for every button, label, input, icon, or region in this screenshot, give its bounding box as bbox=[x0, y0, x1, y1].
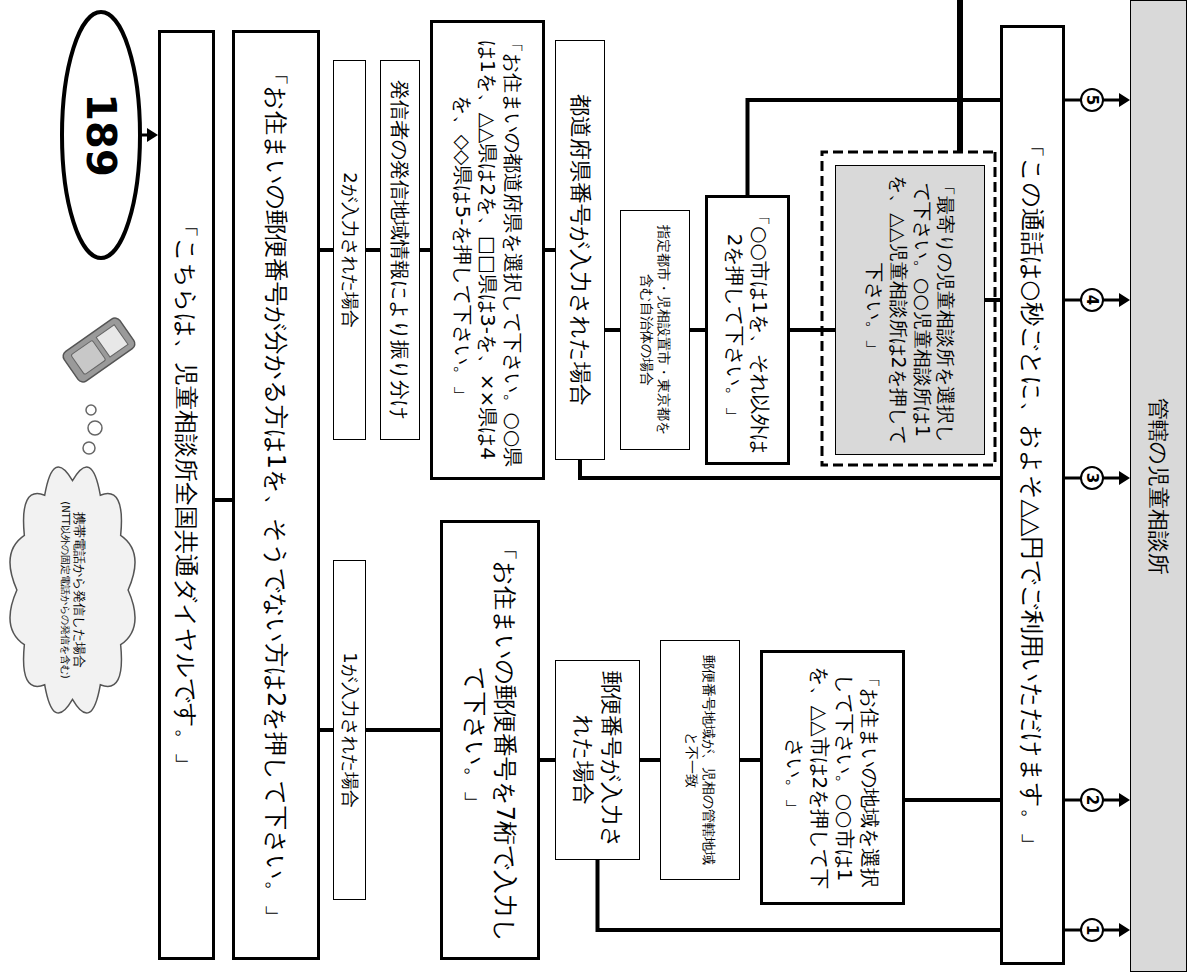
condition-box: 郵便番号地域が、児相の管轄地域と不一致 bbox=[660, 640, 740, 880]
cloud-outline bbox=[10, 467, 135, 713]
flow-connector bbox=[985, 300, 1000, 301]
flow-connector bbox=[905, 800, 1000, 801]
node-text: 「お住まいの都道府県を選択して下さい。○○県は1を、△△県は2を、□□県は3-を… bbox=[450, 31, 525, 469]
node-text: 発信者の発信地域情報により振り分け bbox=[388, 80, 413, 420]
callout-number: 3 bbox=[1080, 466, 1104, 490]
flow-connector bbox=[366, 730, 440, 731]
highlight-box: 「最寄りの児童相談所を選択して下さい。○○児童相談所は1を、△△児童相談所は2を… bbox=[835, 165, 985, 455]
oval-outline bbox=[62, 12, 140, 258]
message-box: 「この通話は○秒ごとに、およそ△△円でご利用いただけます。」 bbox=[1000, 25, 1065, 965]
message-box: 「お住まいの郵便番号が分かる方は1を、そうでない方は2を押して下さい。」 bbox=[232, 30, 320, 960]
message-box: 「お住まいの地域を選択して下さい。○○市は1を、△△市は2を押して下さい。」 bbox=[760, 650, 905, 905]
message-box: 「○○市は1を、それ以外は2を押して下さい。」 bbox=[705, 195, 790, 465]
node-text: 189 bbox=[76, 93, 126, 177]
condition-box: 1が入力された場合 bbox=[334, 560, 367, 900]
phone-icon bbox=[61, 316, 137, 384]
connector-line bbox=[740, 758, 760, 762]
arrow-head bbox=[147, 128, 158, 142]
connector-line bbox=[580, 460, 1000, 478]
node-text: 「この通話は○秒ごとに、およそ△△円でご利用いただけます。」 bbox=[1018, 134, 1048, 857]
callout-number: 1 bbox=[1080, 918, 1104, 942]
connector-line bbox=[605, 328, 620, 332]
node-text: 1が入力された場合 bbox=[339, 652, 362, 807]
flow-connector bbox=[740, 760, 760, 761]
connector-line bbox=[366, 728, 440, 732]
condition-box: 都道府県番号が入力された場合 bbox=[555, 40, 605, 460]
dashed-frame bbox=[822, 152, 995, 465]
message-box: 「お住まいの郵便番号を7桁で入力して下さい。」 bbox=[440, 520, 540, 960]
connector-line bbox=[142, 134, 147, 137]
flow-connector bbox=[540, 760, 555, 761]
connector-line bbox=[366, 248, 380, 252]
node-text: 「お住まいの地域を選択して下さい。○○市は1を、△△市は2を押して下さい。」 bbox=[783, 661, 883, 894]
connector-line bbox=[540, 758, 555, 762]
flow-connector bbox=[790, 330, 835, 331]
condition-box: 郵便番号が入力された場合 bbox=[555, 660, 640, 860]
message-box: 「お住まいの都道府県を選択して下さい。○○県は1を、△△県は2を、□□県は3-を… bbox=[430, 20, 545, 480]
connector-line bbox=[545, 248, 555, 252]
destination-band: 管轄の児童相談所 bbox=[1130, 0, 1187, 972]
node-text: 都道府県番号が入力された場合 bbox=[566, 94, 594, 406]
node-text: 「こちらは、児童相談所全国共通ダイヤルです。」 bbox=[172, 214, 202, 776]
node-text: 「○○市は1を、それ以外は2を押して下さい。」 bbox=[723, 206, 773, 454]
node-subtext: (NTT以外の固定電話からの発信を含む) bbox=[58, 501, 71, 678]
connector-line bbox=[640, 758, 660, 762]
flow-connector bbox=[690, 330, 705, 331]
connector-line bbox=[790, 328, 835, 332]
flow-connector bbox=[320, 250, 333, 251]
connector-line bbox=[215, 498, 232, 502]
node-text: 指定都市・児相設置市・東京都を含む自治体の場合 bbox=[638, 219, 673, 441]
condition-box: 2が入力された場合 bbox=[334, 60, 367, 440]
flow-connector bbox=[142, 128, 158, 142]
flow-connector bbox=[580, 460, 1000, 478]
thought-bubble bbox=[86, 405, 96, 415]
callout-number: 2 bbox=[1080, 788, 1104, 812]
node-text: 管轄の児童相談所 bbox=[1145, 398, 1173, 575]
node-text: 「最寄りの児童相談所を選択して下さい。○○児童相談所は1を、△△児童相談所は2を… bbox=[863, 174, 958, 446]
node-text: 携帯電話から発信した場合 bbox=[71, 512, 87, 668]
flow-connector bbox=[545, 250, 555, 251]
dial-oval: 189 bbox=[60, 10, 142, 260]
flow-connector bbox=[605, 330, 620, 331]
arrow-head bbox=[1119, 93, 1130, 937]
thought-bubble bbox=[83, 442, 95, 454]
message-box: 「こちらは、児童相談所全国共通ダイヤルです。」 bbox=[158, 30, 215, 960]
node-text: 2が入力された場合 bbox=[339, 172, 362, 327]
continuation-line bbox=[957, 0, 963, 152]
thought-cloud: 携帯電話から発信した場合(NTT以外の固定電話からの発信を含む) bbox=[5, 460, 140, 720]
flow-connector bbox=[366, 250, 380, 251]
flow-connector bbox=[1065, 93, 1130, 937]
connector-line bbox=[905, 798, 1000, 802]
condition-box: 指定都市・児相設置市・東京都を含む自治体の場合 bbox=[620, 210, 690, 450]
callout-number: 4 bbox=[1080, 288, 1104, 312]
flow-connector bbox=[640, 760, 660, 761]
callout-number: 5 bbox=[1080, 88, 1104, 112]
connector-line bbox=[420, 248, 430, 252]
connector-line bbox=[985, 298, 1000, 302]
phone-body bbox=[61, 316, 137, 384]
node-text: 郵便番号地域が、児相の管轄地域と不一致 bbox=[683, 649, 718, 871]
node-text: 郵便番号が入力された場合 bbox=[570, 669, 625, 851]
condition-box: 発信者の発信地域情報により振り分け bbox=[380, 60, 420, 440]
connector-line bbox=[320, 248, 333, 252]
node-text: 「お住まいの郵便番号を7桁で入力して下さい。」 bbox=[460, 531, 520, 949]
phone-keypad bbox=[71, 340, 106, 375]
flow-connector bbox=[320, 730, 333, 731]
connector-line bbox=[1065, 100, 1119, 930]
thought-bubble bbox=[88, 421, 102, 435]
connector-line bbox=[690, 328, 705, 332]
connector-line bbox=[320, 728, 333, 732]
flow-connector bbox=[215, 500, 232, 501]
node-text: 「お住まいの郵便番号が分かる方は1を、そうでない方は2を押して下さい。」 bbox=[261, 62, 291, 929]
flow-connector bbox=[420, 250, 430, 251]
